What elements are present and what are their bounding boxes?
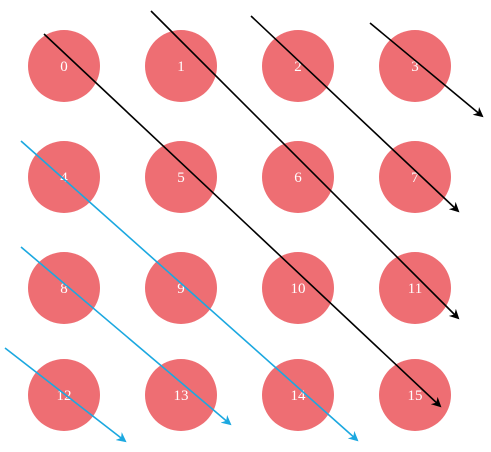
node-label: 6 bbox=[294, 170, 302, 186]
node-circle bbox=[379, 359, 451, 431]
node-6: 6 bbox=[262, 141, 334, 213]
node-3: 3 bbox=[379, 30, 451, 102]
node-label: 3 bbox=[411, 59, 419, 75]
node-13: 13 bbox=[145, 359, 217, 431]
node-circle bbox=[28, 359, 100, 431]
node-circle bbox=[145, 30, 217, 102]
node-2: 2 bbox=[262, 30, 334, 102]
arrows-layer bbox=[4, 10, 484, 443]
arrow-diagonal-12 bbox=[4, 347, 127, 443]
node-1: 1 bbox=[145, 30, 217, 102]
node-label: 13 bbox=[174, 388, 189, 404]
node-label: 5 bbox=[177, 170, 185, 186]
node-label: 15 bbox=[408, 388, 423, 404]
arrow-diagonal-0-5-10-15 bbox=[43, 33, 442, 408]
node-label: 8 bbox=[60, 281, 68, 297]
node-8: 8 bbox=[28, 252, 100, 324]
arrow-diagonal-2-7 bbox=[250, 15, 460, 213]
arrow-diagonal-1-6-11 bbox=[150, 10, 460, 320]
arrow-diagonal-4-9-14 bbox=[20, 140, 359, 442]
node-label: 1 bbox=[177, 59, 185, 75]
node-0: 0 bbox=[28, 30, 100, 102]
node-circle bbox=[262, 30, 334, 102]
node-circle bbox=[379, 252, 451, 324]
node-circle bbox=[145, 141, 217, 213]
node-label: 4 bbox=[60, 170, 68, 186]
node-label: 0 bbox=[60, 59, 68, 75]
node-15: 15 bbox=[379, 359, 451, 431]
node-5: 5 bbox=[145, 141, 217, 213]
node-9: 9 bbox=[145, 252, 217, 324]
node-circle bbox=[145, 252, 217, 324]
node-label: 10 bbox=[291, 281, 306, 297]
node-circle bbox=[262, 141, 334, 213]
node-circle bbox=[262, 252, 334, 324]
node-14: 14 bbox=[262, 359, 334, 431]
node-7: 7 bbox=[379, 141, 451, 213]
node-circle bbox=[379, 141, 451, 213]
node-11: 11 bbox=[379, 252, 451, 324]
node-label: 14 bbox=[291, 388, 307, 404]
node-12: 12 bbox=[28, 359, 100, 431]
node-circle bbox=[28, 30, 100, 102]
node-10: 10 bbox=[262, 252, 334, 324]
node-circle bbox=[379, 30, 451, 102]
node-circle bbox=[262, 359, 334, 431]
arrow-diagonal-8-13 bbox=[20, 246, 232, 426]
node-label: 2 bbox=[294, 59, 302, 75]
node-label: 7 bbox=[411, 170, 419, 186]
node-circle bbox=[28, 252, 100, 324]
arrow-diagonal-3 bbox=[369, 22, 484, 118]
node-label: 11 bbox=[408, 281, 422, 297]
node-label: 12 bbox=[57, 388, 72, 404]
node-label: 9 bbox=[177, 281, 185, 297]
node-circle bbox=[145, 359, 217, 431]
